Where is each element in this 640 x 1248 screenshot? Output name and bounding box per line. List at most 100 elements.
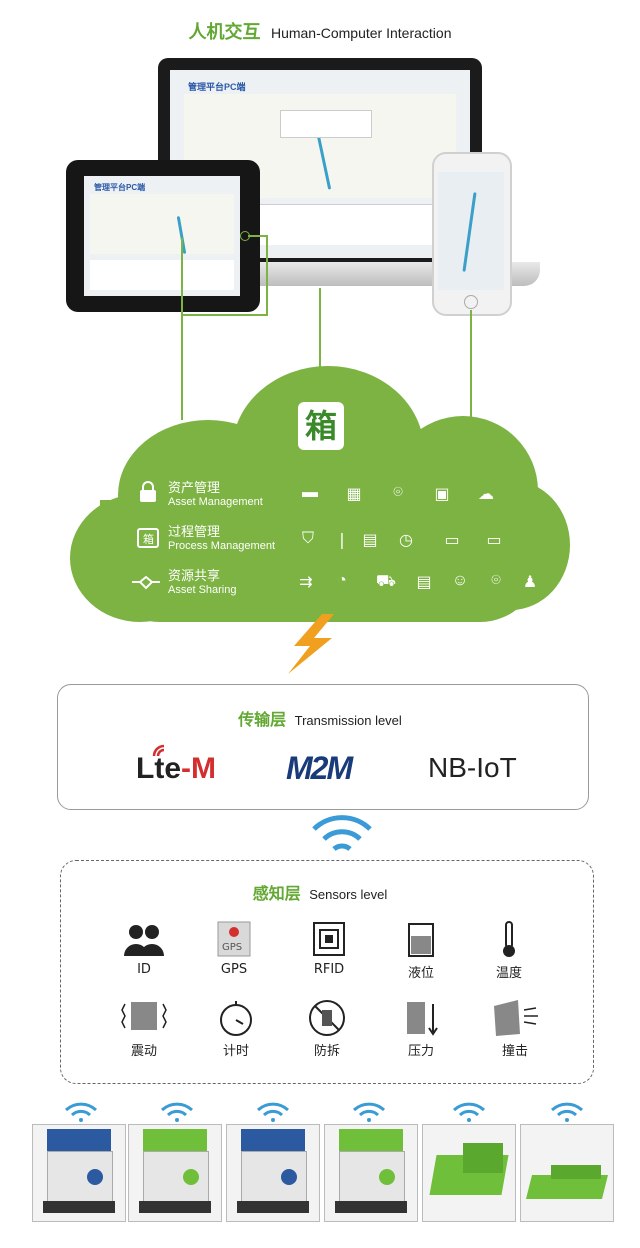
vibration-icon xyxy=(109,998,179,1040)
sensor-anti-tamper: 防拆 xyxy=(292,998,362,1059)
transmission-title-en: Transmission level xyxy=(294,713,402,728)
lock-icon xyxy=(136,481,160,503)
container-green-lid xyxy=(128,1124,222,1222)
phone-connector-line xyxy=(470,310,472,422)
cloud-row-en: Process Management xyxy=(168,540,275,552)
cloud-upload-icon: ☁ xyxy=(478,486,494,503)
rfid-icon xyxy=(294,920,364,962)
tablet-connector-line-2 xyxy=(266,235,268,315)
tablet-chart-area xyxy=(90,260,234,290)
cloud-row-asset-management: 资产管理 Asset Management xyxy=(168,482,263,509)
box-impact-icon: ▭ xyxy=(486,532,502,549)
cloud-row-en: Asset Management xyxy=(168,496,263,508)
transmission-title-cn: 传输层 xyxy=(238,710,287,729)
sensors-level-box xyxy=(60,860,594,1084)
transmission-level-box xyxy=(57,684,589,810)
tablet-map xyxy=(90,194,234,254)
container-folding-green xyxy=(422,1124,516,1222)
user-icon: ♟ xyxy=(522,574,538,591)
container-folded-green xyxy=(520,1124,614,1222)
tablet-connector-join xyxy=(181,314,268,316)
transmission-title: 传输层 Transmission level xyxy=(0,706,640,730)
grid-table-icon: ▦ xyxy=(346,486,362,503)
phone-screen xyxy=(438,172,504,290)
container-wifi-icon xyxy=(160,1102,194,1127)
location-pin-icon: ⌾ xyxy=(393,484,403,501)
cloud-row-asset-sharing: 资源共享 Asset Sharing xyxy=(168,570,236,597)
laptop-connector-line xyxy=(319,288,321,384)
laptop-dialog xyxy=(280,110,372,138)
phone-call-icon: ◔ xyxy=(337,572,347,589)
sensor-id: ID xyxy=(109,920,179,977)
sensors-title: 感知层 Sensors level xyxy=(0,880,640,904)
cloud-row-cn: 资源共享 xyxy=(168,569,221,584)
container-wifi-icon xyxy=(256,1102,290,1127)
sensors-title-en: Sensors level xyxy=(309,887,388,902)
svg-text:箱: 箱 xyxy=(143,532,154,546)
box-sensor-icon: ▭ xyxy=(444,532,460,549)
stopwatch-icon xyxy=(201,998,271,1040)
boxes-icon: ▣ xyxy=(434,486,450,503)
cloud-logo: 箱 xyxy=(298,402,344,450)
timer-icon: ◷ xyxy=(399,532,413,549)
wifi-icon xyxy=(310,815,374,857)
shield-icon: ⛉ xyxy=(301,530,314,547)
tank-level-icon: ▤ xyxy=(362,532,378,549)
lte-signal-icon xyxy=(150,740,178,758)
sensor-label: 撞击 xyxy=(501,1044,528,1059)
lightning-bolt-icon xyxy=(282,612,342,676)
tablet-connector-stub xyxy=(248,235,268,237)
phone-route-line xyxy=(462,192,477,272)
sensor-vibration: 震动 xyxy=(109,998,179,1059)
sensor-pressure: 压力 xyxy=(386,998,456,1059)
transfer-time-icon: ⇉ xyxy=(299,574,313,591)
thermometer-small-icon: ❘ xyxy=(335,532,349,549)
sensor-label: 压力 xyxy=(407,1044,434,1059)
sensor-temperature: 温度 xyxy=(474,920,544,981)
tablet-connector-line xyxy=(181,238,183,420)
map-pin-icon: ⌾ xyxy=(491,572,501,589)
svg-text:GPS: GPS xyxy=(222,942,242,953)
cloud-row-process-management: 过程管理 Process Management xyxy=(168,526,275,553)
sensor-label: 震动 xyxy=(130,1044,157,1059)
sensor-label: 液位 xyxy=(407,966,434,981)
container-blue-lid-2 xyxy=(226,1124,320,1222)
sensor-label: GPS xyxy=(220,962,248,977)
anti-tamper-icon xyxy=(292,998,362,1040)
folder-icon: ▬ xyxy=(302,484,318,501)
container-blue-lid xyxy=(32,1124,126,1222)
header-title-cn: 人机交互 xyxy=(188,22,261,43)
laptop-screen-title: 管理平台PC端 xyxy=(188,82,246,92)
header-title: 人机交互 Human-Computer Interaction xyxy=(0,18,640,44)
m2m-logo: M2M xyxy=(286,750,353,786)
lte-m-logo: Lte-M xyxy=(136,752,216,786)
sensors-title-cn: 感知层 xyxy=(252,884,301,903)
sensor-label: RFID xyxy=(313,962,345,977)
liquid-level-icon xyxy=(386,920,456,962)
nb-iot-logo: NB-IoT xyxy=(428,752,517,783)
gps-icon: GPS xyxy=(199,920,269,962)
people-icon xyxy=(109,920,179,962)
tablet-screen-title: 管理平台PC端 xyxy=(94,183,146,192)
lte-logo-text: Lte xyxy=(136,752,181,785)
document-icon: ▤ xyxy=(416,574,432,591)
face-icon: ☺ xyxy=(451,572,469,589)
container-wifi-icon xyxy=(550,1102,584,1127)
cloud-row-cn: 过程管理 xyxy=(168,525,221,540)
container-wifi-icon xyxy=(64,1102,98,1127)
sensor-liquid-level: 液位 xyxy=(386,920,456,981)
sensor-impact: 撞击 xyxy=(480,998,550,1059)
cloud-row-cn: 资产管理 xyxy=(168,481,221,496)
sensor-gps: GPS GPS xyxy=(199,920,269,977)
phone-home-button xyxy=(464,295,478,309)
sensor-rfid: RFID xyxy=(294,920,364,977)
container-wifi-icon xyxy=(352,1102,386,1127)
handshake-icon xyxy=(130,570,162,592)
truck-icon: ⛟ xyxy=(375,573,397,590)
pressure-icon xyxy=(386,998,456,1040)
sensor-timing: 计时 xyxy=(201,998,271,1059)
header-title-en: Human-Computer Interaction xyxy=(270,25,452,41)
sensor-label: 温度 xyxy=(495,966,522,981)
tablet-screen: 管理平台PC端 xyxy=(84,176,240,296)
sensor-label: 计时 xyxy=(222,1044,249,1059)
